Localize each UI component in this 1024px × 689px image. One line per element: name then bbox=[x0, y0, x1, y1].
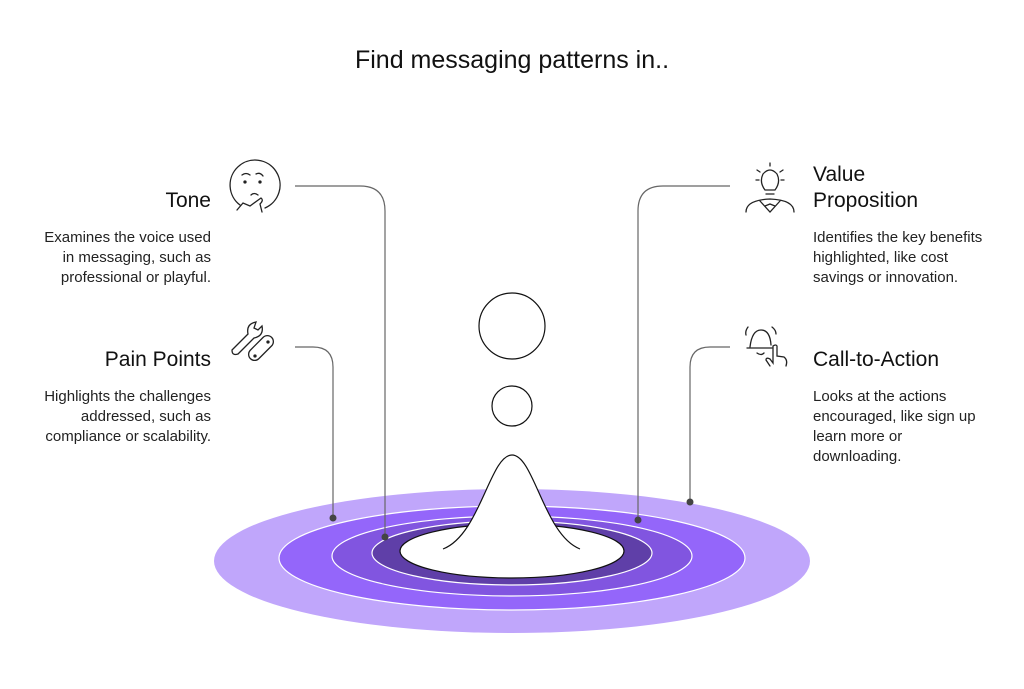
item-desc-tone: Examines the voice used in messaging, su… bbox=[44, 229, 211, 286]
dot-value-proposition bbox=[634, 516, 642, 524]
item-title-call-to-action: Call-to-Action bbox=[813, 348, 940, 371]
lightbulb-person-icon bbox=[745, 162, 795, 213]
page-title: Find messaging patterns in.. bbox=[354, 46, 670, 74]
item-title-pain-points: Pain Points bbox=[104, 348, 211, 371]
wrench-bandage-icon bbox=[231, 321, 275, 362]
dot-call-to-action bbox=[686, 498, 694, 506]
large-circle bbox=[478, 292, 546, 360]
item-desc-call-to-action: Looks at the actions encouraged, like si… bbox=[813, 388, 976, 465]
bell-click-icon bbox=[745, 326, 788, 367]
item-desc-pain-points: Highlights the challenges addressed, suc… bbox=[44, 388, 211, 445]
connector-value-proposition bbox=[637, 185, 730, 520]
item-title-tone: Tone bbox=[165, 189, 211, 212]
connector-tone bbox=[295, 185, 386, 537]
item-desc-value-proposition: Identifies the key benefits highlighted,… bbox=[813, 229, 983, 286]
peak bbox=[443, 455, 580, 560]
dot-tone bbox=[381, 533, 389, 541]
thinking-face-icon bbox=[229, 159, 281, 213]
peak-outline bbox=[442, 454, 581, 550]
small-circle bbox=[491, 385, 533, 427]
connector-pain-points bbox=[295, 346, 334, 518]
item-title-value-proposition: Value Proposition bbox=[813, 163, 919, 212]
dot-pain-points bbox=[329, 514, 337, 522]
connector-call-to-action bbox=[689, 346, 730, 502]
